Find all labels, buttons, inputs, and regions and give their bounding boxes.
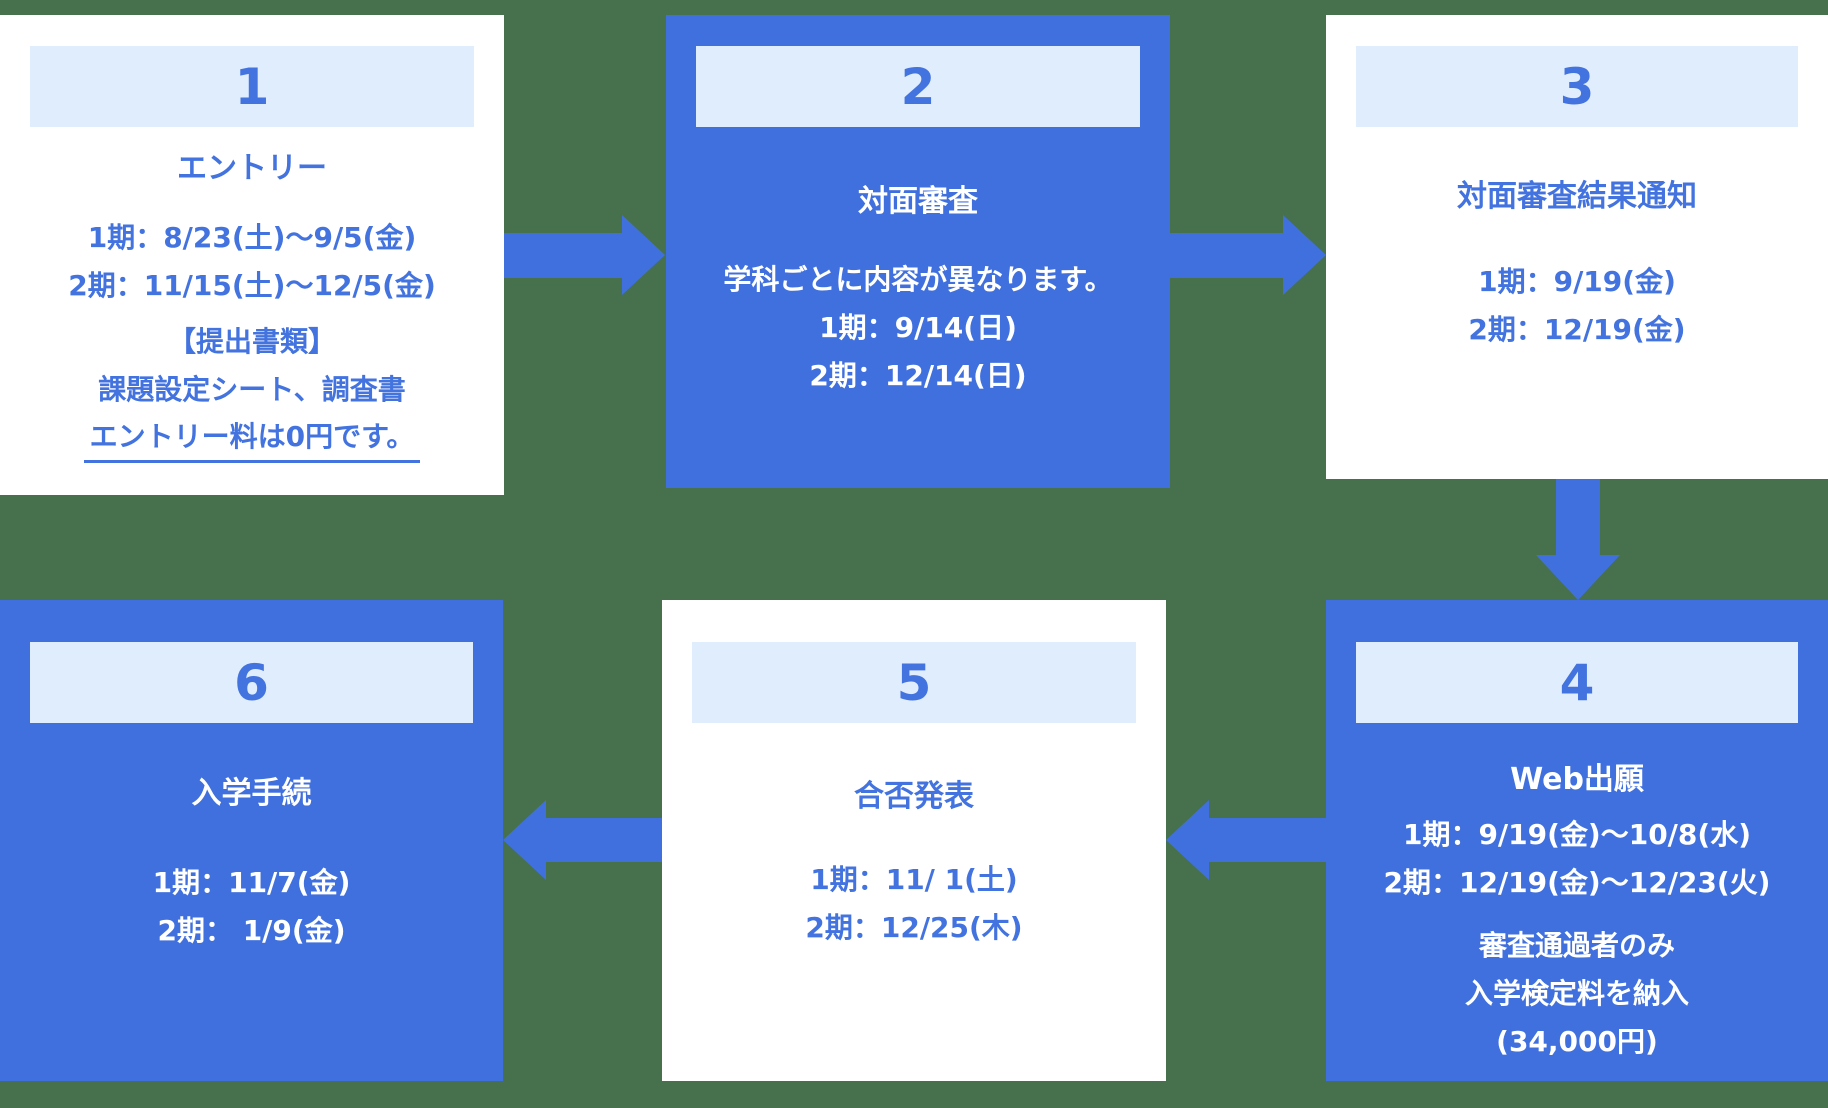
arrow-left-icon: [503, 800, 546, 880]
date-line: 2期：12/14(日): [809, 359, 1027, 392]
step-dates: 1期：9/19(金)～10/8(水) 2期：12/19(金)～12/23(火): [1384, 811, 1771, 907]
date-line: 1期：9/19(金): [1478, 265, 1676, 298]
arrow-down-icon: [1536, 555, 1620, 600]
step-number: 4: [1559, 653, 1595, 712]
arrow-right-icon: [1283, 215, 1326, 295]
note-line: (34,000円): [1496, 1025, 1658, 1058]
note-line: 審査通過者のみ: [1478, 929, 1675, 962]
date-line: 1期：9/19(金)～10/8(水): [1402, 818, 1751, 851]
note-line: 課題設定シート、調査書: [98, 373, 406, 406]
step-number: 2: [900, 57, 936, 116]
step-number-band: 2: [696, 46, 1140, 127]
step-title: 入学手続: [191, 776, 312, 811]
step-content: Web出願 1期：9/19(金)～10/8(水) 2期：12/19(金)～12/…: [1326, 763, 1828, 1066]
date-line: 2期：12/19(金): [1468, 313, 1686, 346]
step-number-band: 4: [1356, 642, 1798, 723]
step-content: 対面審査結果通知 1期：9/19(金) 2期：12/19(金): [1326, 180, 1828, 354]
step-box-3: 3 対面審査結果通知 1期：9/19(金) 2期：12/19(金): [1326, 15, 1828, 479]
step-content: 合否発表 1期：11/ 1(土) 2期：12/25(木): [662, 780, 1166, 952]
step-dates: 1期：9/19(金) 2期：12/19(金): [1468, 258, 1685, 354]
step-box-2: 2 対面審査 学科ごとに内容が異なります。 1期：9/14(日) 2期：12/1…: [666, 15, 1170, 488]
step-title: Web出願: [1510, 762, 1644, 797]
step-title: エントリー: [177, 151, 327, 186]
step-box-1: 1 エントリー 1期：8/23(土)～9/5(金) 2期：11/15(土)～12…: [0, 15, 504, 495]
step-box-5: 5 合否発表 1期：11/ 1(土) 2期：12/25(木): [662, 600, 1166, 1081]
step-dates: 1期：8/23(土)～9/5(金) 2期：11/15(土)～12/5(金): [68, 214, 436, 310]
note-line: 学科ごとに内容が異なります。: [723, 263, 1113, 296]
step-number-band: 1: [30, 46, 474, 127]
step-dates: 1期：11/7(金) 2期： 1/9(金): [153, 859, 351, 955]
step-box-4: 4 Web出願 1期：9/19(金)～10/8(水) 2期：12/19(金)～1…: [1326, 600, 1828, 1081]
arrow-shaft: [504, 233, 624, 278]
note-underlined: エントリー料は0円です。: [83, 414, 421, 463]
step-box-6: 6 入学手続 1期：11/7(金) 2期： 1/9(金): [0, 600, 503, 1081]
step-content: 対面審査 学科ごとに内容が異なります。 1期：9/14(日) 2期：12/14(…: [666, 185, 1170, 400]
date-line: 2期：12/25(木): [805, 911, 1023, 944]
date-line: 2期：11/15(土)～12/5(金): [68, 269, 436, 302]
step-number: 5: [896, 653, 932, 712]
step-number: 3: [1559, 57, 1595, 116]
step-number: 1: [234, 57, 270, 116]
note-line: 入学検定料を納入: [1464, 977, 1689, 1010]
step-content: 入学手続 1期：11/7(金) 2期： 1/9(金): [0, 777, 503, 955]
step-content: エントリー 1期：8/23(土)～9/5(金) 2期：11/15(土)～12/5…: [0, 152, 504, 463]
arrow-shaft: [1556, 479, 1600, 557]
step-number-band: 3: [1356, 46, 1798, 127]
date-line: 2期：12/19(金)～12/23(火): [1383, 866, 1771, 899]
step-notes: 審査通過者のみ 入学検定料を納入 (34,000円): [1465, 922, 1689, 1066]
arrow-shaft: [1168, 233, 1285, 278]
date-line: 1期：11/ 1(土): [810, 863, 1018, 896]
step-dates: 1期：11/ 1(土) 2期：12/25(木): [805, 856, 1022, 952]
date-line: 1期：8/23(土)～9/5(金): [87, 221, 417, 254]
step-title: 対面審査: [858, 184, 978, 219]
date-line: 1期：11/7(金): [152, 866, 351, 899]
step-dates: 学科ごとに内容が異なります。 1期：9/14(日) 2期：12/14(日): [723, 256, 1112, 400]
step-title: 対面審査結果通知: [1457, 179, 1697, 214]
step-title: 合否発表: [854, 779, 974, 814]
arrow-left-icon: [1166, 800, 1209, 880]
step-number-band: 5: [692, 642, 1136, 723]
step-number-band: 6: [30, 642, 473, 723]
arrow-right-icon: [622, 215, 665, 295]
arrow-shaft: [1207, 818, 1326, 862]
date-line: 1期：9/14(日): [819, 311, 1017, 344]
step-number: 6: [234, 653, 269, 712]
step-notes: 【提出書類】 課題設定シート、調査書 エントリー料は0円です。: [83, 318, 421, 463]
date-line: 2期： 1/9(金): [157, 914, 346, 947]
note-line: 【提出書類】: [167, 325, 336, 358]
arrow-shaft: [544, 818, 662, 862]
